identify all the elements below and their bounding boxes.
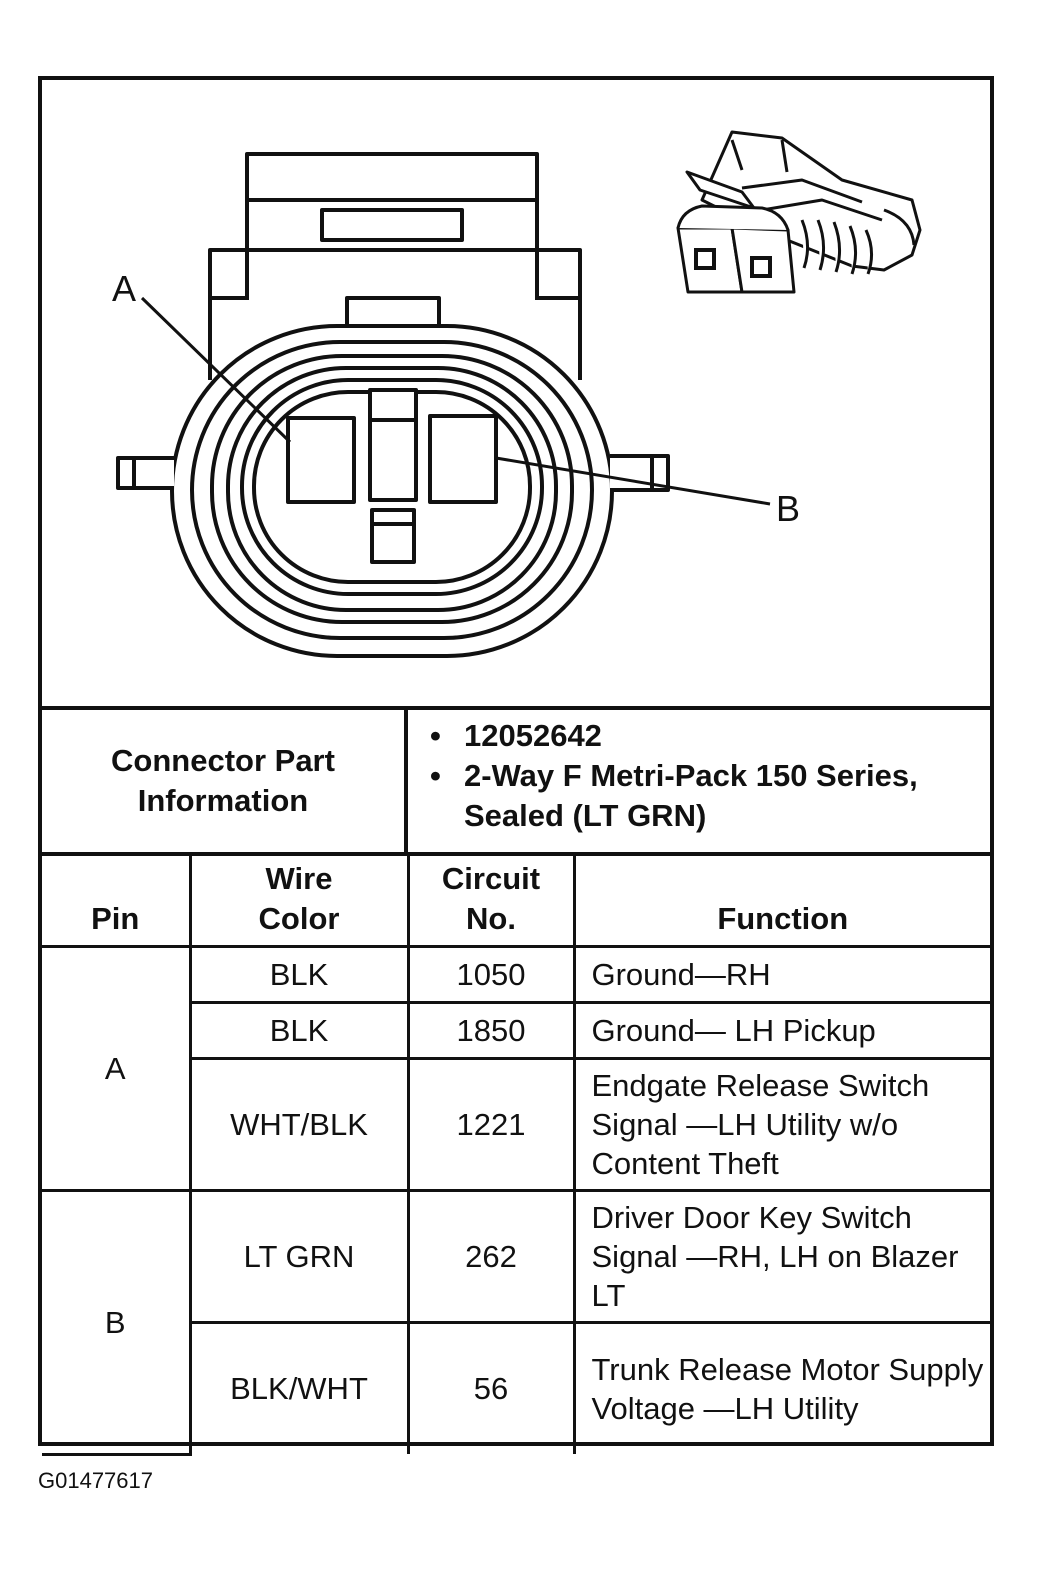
connector-latch-housing [245, 152, 539, 300]
function-cell: Endgate Release Switch Signal —LH Utilit… [572, 1056, 990, 1192]
pinout-table: Pin Wire Color Circuit No. Function A BL… [42, 852, 990, 1456]
terminal-cavity-b [428, 414, 498, 504]
callout-b-label: B [776, 488, 801, 529]
connector-body [208, 248, 582, 380]
wire-color-cell: BLK/WHT [190, 1320, 410, 1454]
circuit-cell: 56 [406, 1320, 576, 1454]
wire-color-cell: LT GRN [188, 1188, 410, 1324]
connector-info-values: 12052642 2-Way F Metri-Pack 150 Series, … [408, 710, 990, 852]
wire-color-cell: BLK [188, 944, 410, 1004]
function-cell: Ground— LH Pickup [572, 1000, 990, 1060]
connector-isometric-view [676, 130, 922, 294]
connector-info-label: Connector Part Information [42, 710, 408, 852]
figure-id: G01477617 [38, 1468, 153, 1493]
pin-cell: B [42, 1188, 192, 1456]
function-cell: Ground—RH [572, 944, 990, 1004]
center-key-bottom [370, 508, 416, 564]
header-function: Function [572, 852, 990, 948]
center-key-top [368, 388, 418, 502]
table-row: BLK/WHT 56 Trunk Release Motor Supply Vo… [42, 1320, 990, 1454]
latch-window [320, 208, 464, 242]
connector-description: 2-Way F Metri-Pack 150 Series, Sealed (L… [430, 756, 944, 836]
header-circuit-no: Circuit No. [406, 852, 576, 948]
function-cell: Driver Door Key Switch Signal —RH, LH on… [572, 1188, 990, 1324]
part-number: 12052642 [430, 716, 990, 756]
header-wire-color: Wire Color [188, 852, 410, 948]
table-row: WHT/BLK 1221 Endgate Release Switch Sign… [42, 1056, 990, 1192]
header-pin: Pin [42, 852, 192, 948]
terminal-cavity-a [286, 416, 356, 504]
table-row: BLK 1850 Ground— LH Pickup [42, 1000, 990, 1060]
callout-b-leader [495, 456, 771, 506]
circuit-cell: 1050 [406, 944, 576, 1004]
connector-part-information: Connector Part Information 12052642 2-Wa… [42, 706, 990, 852]
pin-cell: A [42, 944, 192, 1192]
table-row: A BLK 1050 Ground—RH [42, 944, 990, 1192]
diagram-frame: A B Connector Part Information 12052642 … [38, 76, 994, 1456]
wire-color-cell: WHT/BLK [190, 1056, 410, 1192]
callout-a-leader [140, 296, 292, 444]
function-cell: Trunk Release Motor Supply Voltage —LH U… [572, 1320, 990, 1454]
circuit-cell: 1221 [406, 1056, 576, 1192]
circuit-cell: 1850 [406, 1000, 576, 1060]
callout-a-label: A [112, 268, 137, 309]
wire-color-cell: BLK [190, 1000, 410, 1060]
connector-drawing: A B [42, 80, 990, 706]
circuit-cell: 262 [406, 1188, 576, 1324]
table-row: B LT GRN 262 Driver Door Key Switch Sign… [42, 1188, 990, 1456]
connector-face-view [116, 130, 922, 658]
